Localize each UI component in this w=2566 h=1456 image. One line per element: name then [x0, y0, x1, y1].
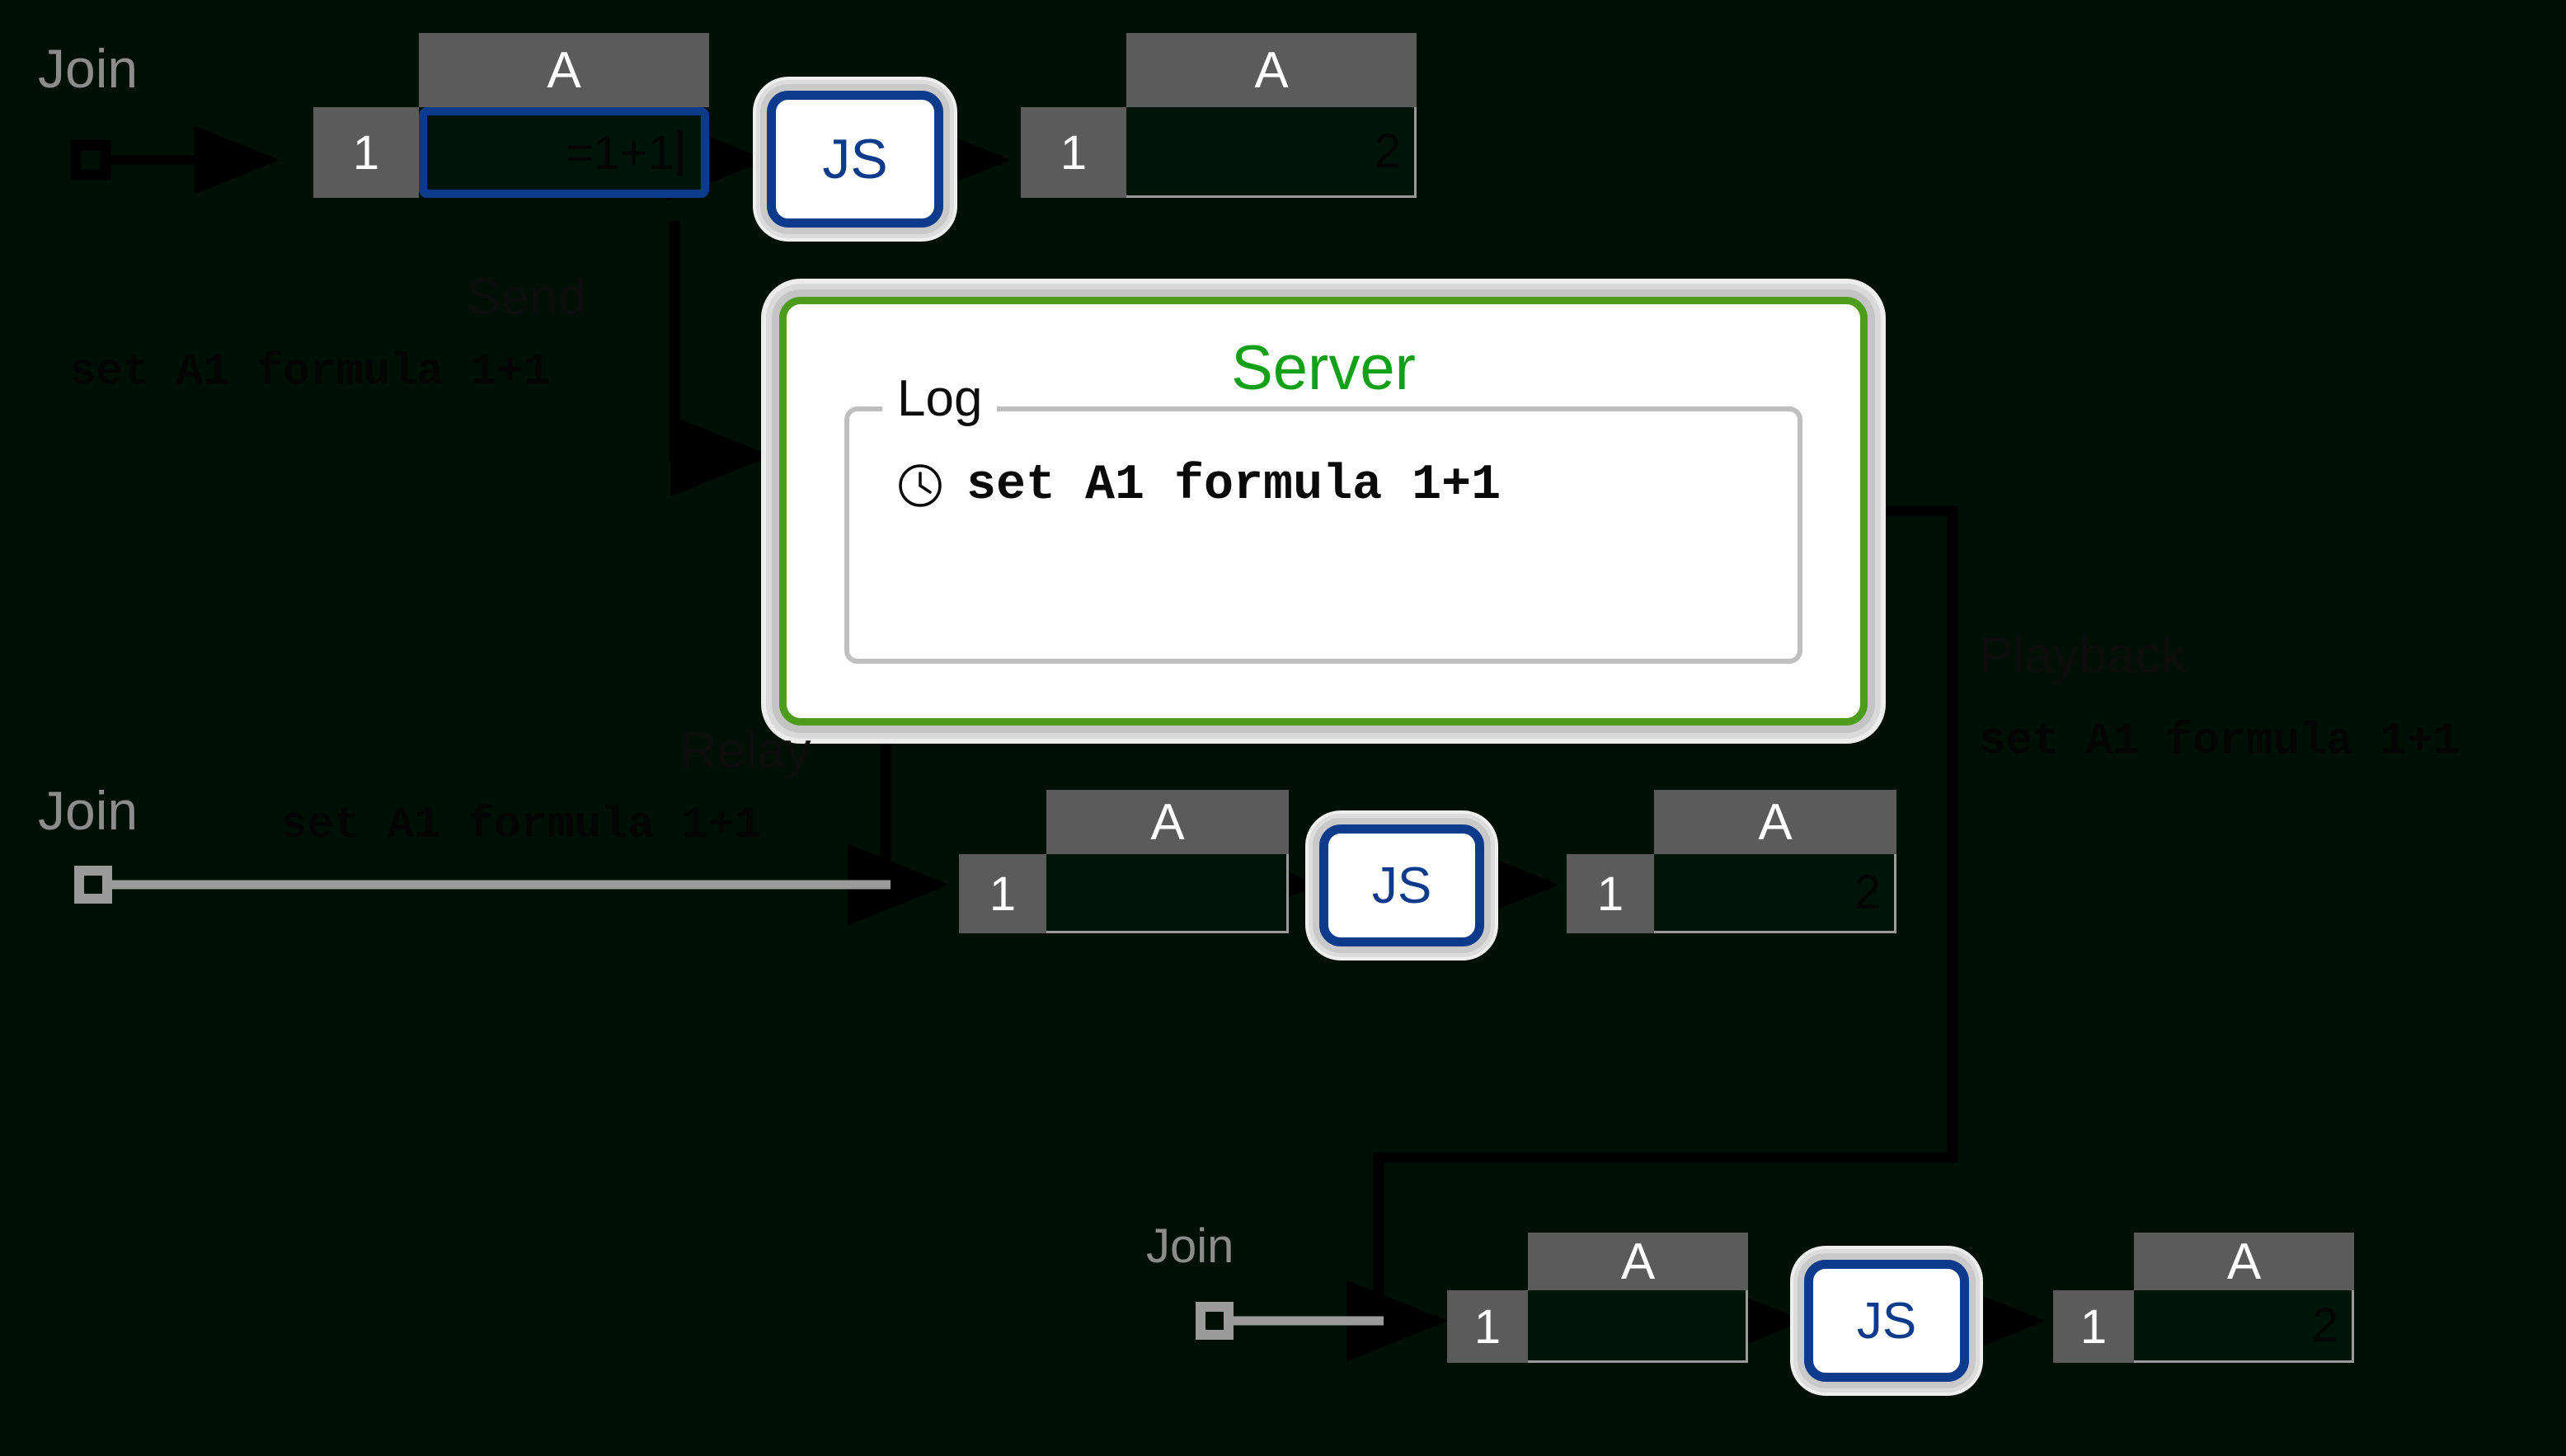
join-connector-2	[74, 866, 891, 904]
js-node-client2[interactable]: JS	[1319, 824, 1484, 946]
flow-payload-playback: set A1 formula 1+1	[1979, 716, 2460, 767]
sheet-client2-before[interactable]: A 1	[959, 790, 1289, 933]
row-header-1: 1	[1567, 854, 1654, 933]
row-header-1: 1	[959, 854, 1046, 933]
sheet-client1-before[interactable]: A 1 =1+1	[313, 33, 709, 198]
cell-a1-value-container[interactable]	[1046, 854, 1289, 933]
server-box[interactable]: Server Log set A1 formula 1+1	[779, 297, 1868, 726]
column-header-a: A	[1528, 1233, 1748, 1290]
cell-a1-value: 2	[1374, 124, 1401, 178]
row-header-1: 1	[1447, 1290, 1528, 1363]
column-header-a: A	[1046, 790, 1289, 854]
cell-a1-value-container[interactable]: 2	[2134, 1290, 2354, 1363]
column-header-a: A	[1126, 33, 1417, 107]
join-connector-1	[70, 125, 280, 195]
sheet-client1-after[interactable]: A 1 2	[1021, 33, 1417, 198]
join-label-1: Join	[38, 38, 139, 99]
wire-relay-to-client2	[848, 719, 949, 926]
server-log-fieldset: Log set A1 formula 1+1	[844, 373, 1802, 664]
cell-a1-value: 2	[2311, 1299, 2338, 1352]
cell-a1-value: 2	[1854, 866, 1881, 919]
cell-a1-editing[interactable]: =1+1	[419, 107, 709, 198]
flow-label-playback: Playback	[1979, 627, 2187, 684]
cell-a1-value-container[interactable]: 2	[1126, 107, 1417, 198]
flow-label-relay: Relay	[680, 722, 811, 779]
server-title: Server	[1231, 333, 1416, 403]
column-header-a: A	[419, 33, 709, 107]
column-header-a: A	[1654, 790, 1896, 854]
js-node-client3[interactable]: JS	[1804, 1260, 1969, 1382]
join-connector-3	[1196, 1302, 1384, 1340]
flow-label-send: Send	[467, 269, 586, 326]
cell-a1-value-container[interactable]	[1528, 1290, 1748, 1363]
row-header-1: 1	[313, 107, 419, 198]
log-legend-label: Log	[882, 373, 998, 425]
flow-payload-relay: set A1 formula 1+1	[280, 801, 762, 851]
flow-payload-send: set A1 formula 1+1	[69, 347, 551, 397]
js-node-client1[interactable]: JS	[767, 91, 943, 228]
join-label-2: Join	[38, 780, 139, 841]
cell-a1-value-container[interactable]: 2	[1654, 854, 1896, 933]
sheet-client2-after[interactable]: A 1 2	[1567, 790, 1896, 933]
cell-a1-value: =1+1	[565, 125, 674, 180]
text-caret	[678, 129, 683, 176]
wire-send-to-server	[669, 221, 772, 497]
log-entry-row[interactable]: set A1 formula 1+1	[897, 458, 1501, 514]
sheet-client3-before[interactable]: A 1	[1447, 1233, 1748, 1363]
sheet-client3-after[interactable]: A 1 2	[2053, 1233, 2354, 1363]
clock-icon	[897, 463, 943, 509]
row-header-1: 1	[2053, 1290, 2134, 1363]
join-label-3: Join	[1146, 1219, 1234, 1273]
log-entry-text: set A1 formula 1+1	[966, 458, 1502, 514]
row-header-1: 1	[1021, 107, 1126, 198]
column-header-a: A	[2134, 1233, 2354, 1290]
